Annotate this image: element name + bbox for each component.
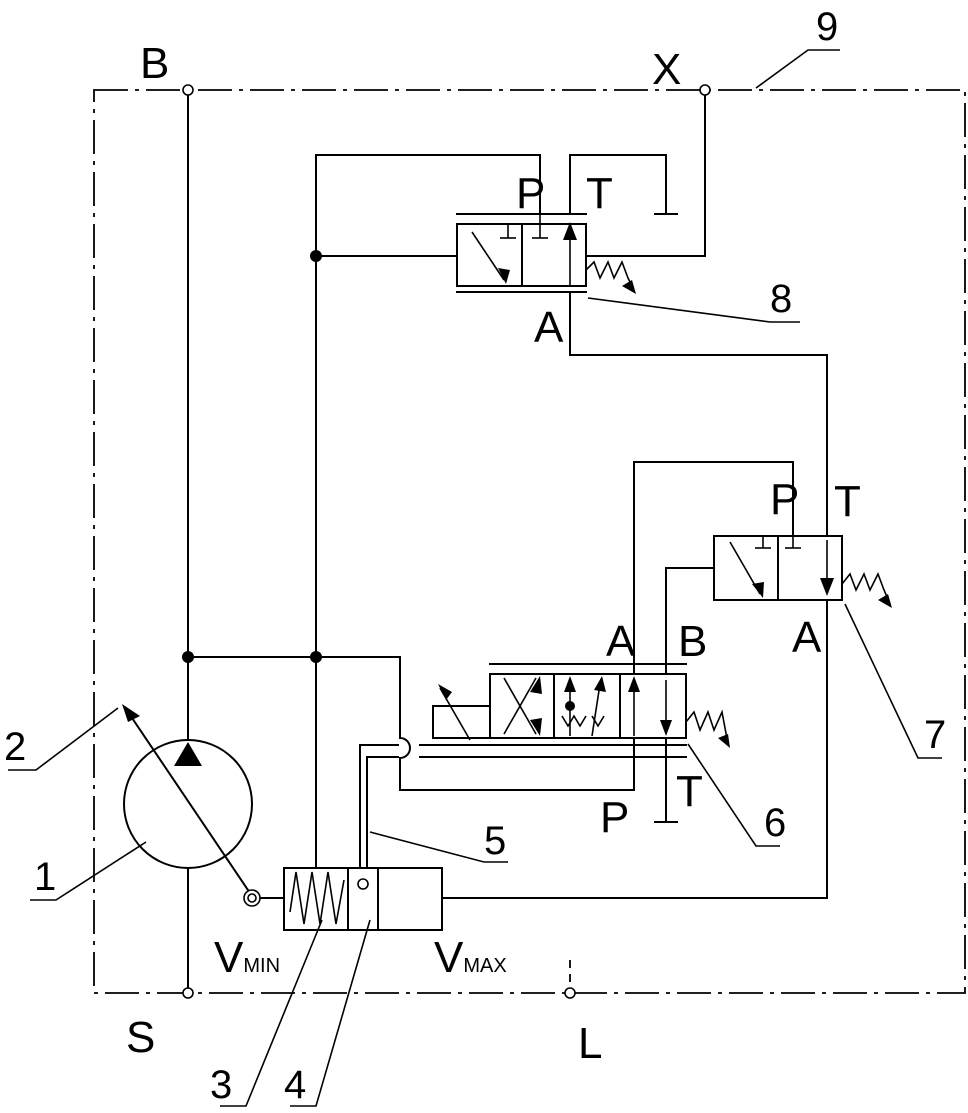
label-port-l: L <box>578 1019 602 1068</box>
ports <box>183 85 710 998</box>
label-valve6-a: A <box>606 617 636 666</box>
valve-6 <box>433 664 730 748</box>
callout-1: 1 <box>34 855 56 899</box>
callout-6: 6 <box>764 801 786 845</box>
label-valve6-p: P <box>600 793 629 842</box>
label-valve7-p: P <box>770 475 799 524</box>
callout-8: 8 <box>770 277 792 321</box>
label-valve8-p: P <box>516 169 545 218</box>
label-valve7-a: A <box>792 613 822 662</box>
callout-7: 7 <box>924 713 946 757</box>
label-valve7-t: T <box>834 477 861 526</box>
port-x <box>700 85 710 95</box>
control-cylinder <box>244 868 442 930</box>
label-vmax: VMAX <box>434 933 507 982</box>
label-port-s: S <box>126 1013 155 1062</box>
label-port-x: X <box>652 45 681 94</box>
port-b <box>183 85 193 95</box>
callout-9: 9 <box>816 5 838 49</box>
port-l <box>565 988 575 998</box>
port-s <box>183 988 193 998</box>
valve-8 <box>457 214 636 294</box>
label-vmin: VMIN <box>214 933 280 982</box>
valve-7 <box>714 536 892 608</box>
label-port-b: B <box>140 39 169 88</box>
label-valve8-t: T <box>586 169 613 218</box>
label-valve6-b: B <box>678 617 707 666</box>
callout-4: 4 <box>284 1063 306 1107</box>
callout-5: 5 <box>484 819 506 863</box>
label-valve8-a: A <box>534 303 564 352</box>
callout-2: 2 <box>4 725 26 769</box>
junction-dots <box>182 250 322 663</box>
callout-3: 3 <box>210 1063 232 1107</box>
label-valve6-t: T <box>676 767 703 816</box>
